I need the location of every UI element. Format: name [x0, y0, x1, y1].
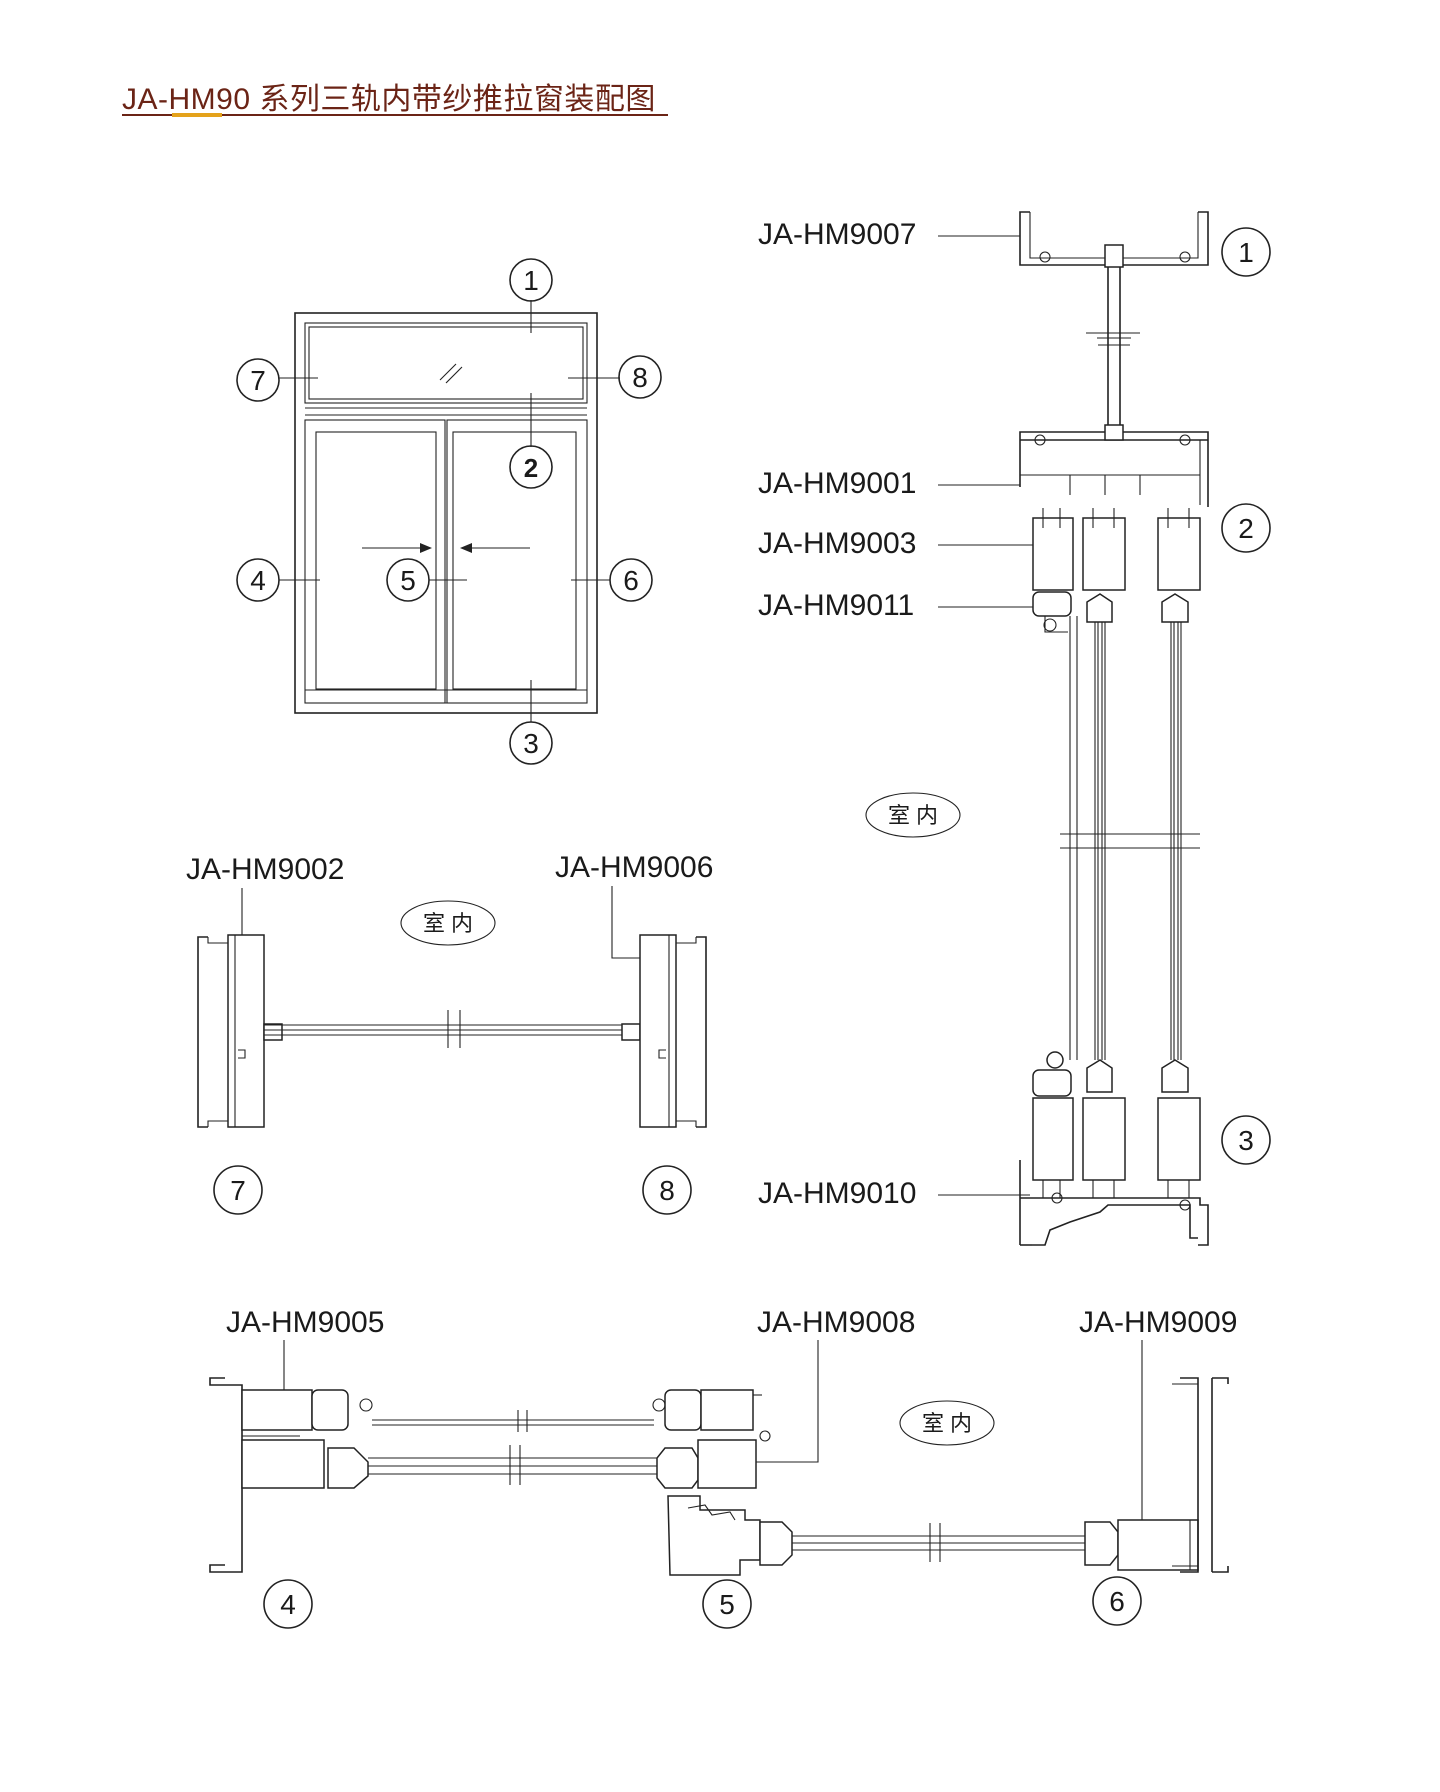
vertical-section: JA-HM9007 JA-HM9001 JA-HM9003 JA-HM9011 … [758, 211, 1271, 1246]
upper-callout-7: 7 [230, 1175, 246, 1206]
elevation-callout-3: 3 [523, 728, 539, 759]
elevation-callout-6: 6 [623, 565, 639, 596]
part-label-ja-hm9001: JA-HM9001 [758, 467, 916, 500]
elevation-callout-2: 2 [524, 453, 538, 483]
elevation-callout-5: 5 [400, 565, 416, 596]
lower-callout-6: 6 [1109, 1586, 1125, 1617]
lower-horizontal-section: JA-HM9005 JA-HM9008 JA-HM9009 4 5 6 室 内 [209, 1306, 1237, 1629]
vertical-callout-2: 2 [1238, 513, 1254, 544]
lower-room-label: 室 内 [922, 1411, 972, 1436]
part-label-ja-hm9011: JA-HM9011 [758, 589, 914, 622]
elevation-callout-8: 8 [632, 362, 648, 393]
lower-callout-4: 4 [280, 1589, 296, 1620]
lower-callout-5: 5 [719, 1589, 735, 1620]
vertical-callout-3: 3 [1238, 1125, 1254, 1156]
vertical-callout-1: 1 [1238, 237, 1254, 268]
part-label-ja-hm9005: JA-HM9005 [226, 1306, 384, 1339]
upper-callout-8: 8 [659, 1175, 675, 1206]
part-label-ja-hm9006: JA-HM9006 [555, 851, 713, 884]
title-underline [122, 114, 668, 116]
part-label-ja-hm9008: JA-HM9008 [757, 1306, 915, 1339]
part-label-ja-hm9010: JA-HM9010 [758, 1177, 916, 1210]
part-label-ja-hm9007: JA-HM9007 [758, 218, 916, 251]
drawing-title: JA-HM90 系列三轨内带纱推拉窗装配图 [122, 83, 656, 116]
part-label-ja-hm9009: JA-HM9009 [1079, 1306, 1237, 1339]
part-label-ja-hm9003: JA-HM9003 [758, 527, 916, 560]
elevation-callout-4: 4 [250, 565, 266, 596]
part-label-ja-hm9002: JA-HM9002 [186, 853, 344, 886]
vertical-room-label: 室 内 [888, 803, 938, 828]
title-accent-mark [172, 113, 222, 117]
upper-horizontal-section: JA-HM9002 JA-HM9006 7 8 室 内 [186, 851, 713, 1215]
elevation-callout-7: 7 [250, 365, 266, 396]
elevation-callout-1: 1 [523, 265, 539, 296]
upper-room-label: 室 内 [423, 911, 473, 936]
window-elevation: 1 2 3 4 5 6 7 8 [236, 258, 662, 765]
